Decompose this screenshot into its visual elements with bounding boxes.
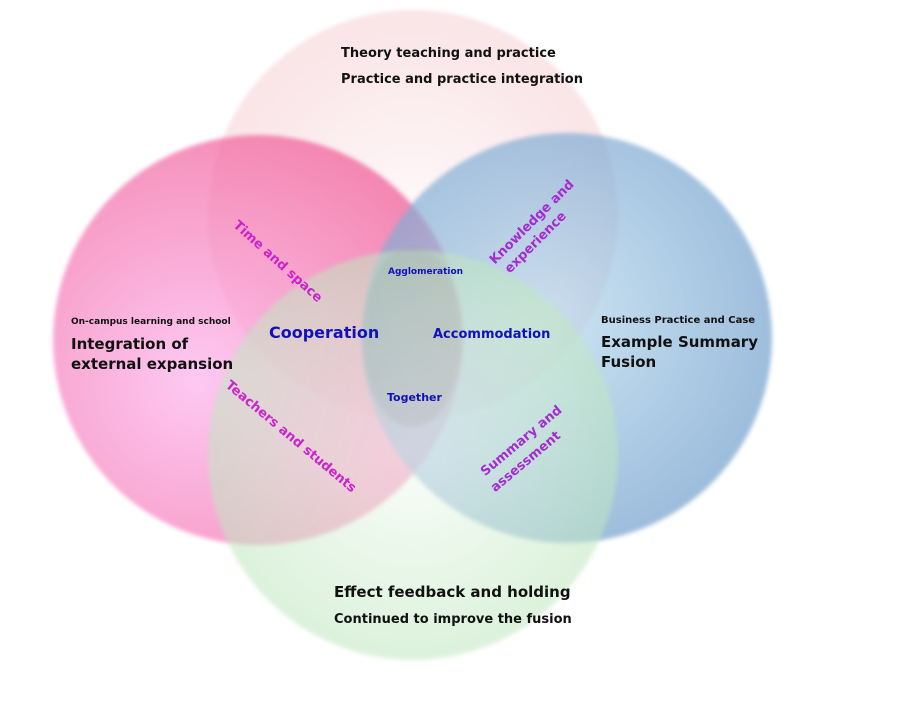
top-line-2: Practice and practice integration (341, 72, 583, 87)
left-title-2: external expansion (71, 355, 234, 373)
center-label-cooperation: Cooperation (269, 323, 380, 342)
left-title-1: Integration of (71, 335, 189, 353)
center-label-accommodation: Accommodation (433, 327, 551, 342)
bottom-line-1: Effect feedback and holding (334, 583, 571, 601)
top-line-1: Theory teaching and practice (341, 46, 556, 61)
right-title-1: Example Summary (601, 333, 758, 351)
circle-bottom (208, 250, 618, 660)
center-overlap-shade (362, 247, 462, 427)
center-label-together: Together (387, 391, 442, 404)
left-subtitle: On-campus learning and school (71, 317, 231, 327)
right-title-2: Fusion (601, 353, 657, 371)
right-subtitle: Business Practice and Case (601, 315, 756, 326)
bottom-line-2: Continued to improve the fusion (334, 612, 572, 627)
center-label-agglomeration: Agglomeration (388, 267, 464, 277)
